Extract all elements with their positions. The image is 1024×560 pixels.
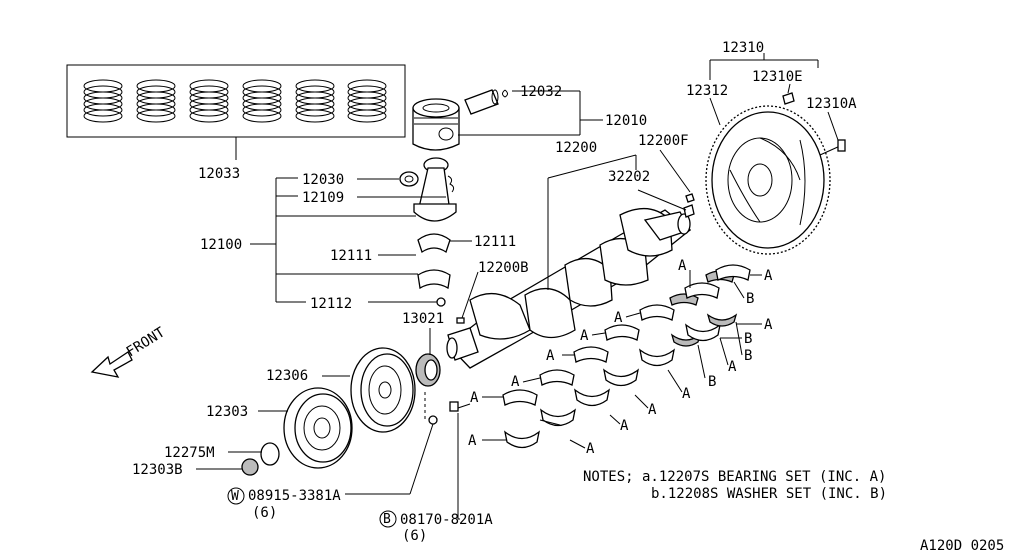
piston xyxy=(412,98,460,151)
tag-b-4: B xyxy=(708,374,716,390)
tag-a-9: A xyxy=(764,317,773,333)
label-12310E: 12310E xyxy=(752,69,803,85)
tag-a-5: A xyxy=(580,328,589,344)
label-12306: 12306 xyxy=(266,368,308,384)
rod-bearing-upper xyxy=(417,233,451,254)
tag-a-11: A xyxy=(682,386,691,402)
ring-stack-6 xyxy=(347,79,387,123)
crank-key xyxy=(456,317,465,324)
tag-b-1: B xyxy=(746,291,754,307)
front-arrow: FRONT xyxy=(90,324,169,378)
ring-stack-5 xyxy=(295,79,335,123)
label-12200F: 12200F xyxy=(638,133,689,149)
flywheel-pin xyxy=(782,92,795,105)
b-circle-letter: B xyxy=(383,512,391,527)
ring-set-box xyxy=(66,64,406,138)
tag-a-7: A xyxy=(678,258,687,274)
label-13021: 13021 xyxy=(402,311,444,327)
tag-a-13: A xyxy=(620,418,629,434)
ring-stack-3 xyxy=(189,79,229,123)
front-label: FRONT xyxy=(124,324,169,360)
tag-a-8: A xyxy=(764,268,773,284)
label-12033: 12033 xyxy=(198,166,240,182)
label-08170-qty: (6) xyxy=(402,528,427,544)
label-32202: 32202 xyxy=(608,169,650,185)
label-12100: 12100 xyxy=(200,237,242,253)
tag-a-14: A xyxy=(586,441,595,457)
label-12200B: 12200B xyxy=(478,260,529,276)
connecting-rod xyxy=(413,157,457,222)
ring-stack-4 xyxy=(242,79,282,123)
label-12312: 12312 xyxy=(686,83,728,99)
label-12111-right: 12111 xyxy=(474,234,516,250)
damper-pulley xyxy=(283,387,353,469)
label-12275M: 12275M xyxy=(164,445,215,461)
tag-a-10: A xyxy=(728,359,737,375)
piston-pin xyxy=(464,89,499,115)
notes-line-1: NOTES; a.12207S BEARING SET (INC. A) xyxy=(583,469,886,485)
label-12112: 12112 xyxy=(310,296,352,312)
pulley-bolt xyxy=(241,458,259,476)
label-12310A: 12310A xyxy=(806,96,857,112)
label-08915-qty: (6) xyxy=(252,505,277,521)
crank-pulley xyxy=(350,347,416,433)
tag-b-2: B xyxy=(744,331,752,347)
tag-a-3: A xyxy=(511,374,520,390)
label-12030: 12030 xyxy=(302,172,344,188)
diagram-code: A120D 0205 xyxy=(920,538,1004,554)
label-12200: 12200 xyxy=(555,140,597,156)
tag-a-1: A xyxy=(470,390,479,406)
crank-gear xyxy=(415,353,441,387)
piston-ring-set: 12033 xyxy=(66,64,406,182)
label-12111-left: 12111 xyxy=(330,248,372,264)
notes-line-2: b.12208S WASHER SET (INC. B) xyxy=(651,486,887,502)
crankshaft xyxy=(446,208,692,369)
label-08170: 08170-8201A xyxy=(400,512,493,528)
ring-stack-1 xyxy=(83,79,123,123)
ring-stack-2 xyxy=(136,79,176,123)
label-12109: 12109 xyxy=(302,190,344,206)
washer-symbol xyxy=(227,487,245,505)
tag-a-4: A xyxy=(546,348,555,364)
pilot-bushing xyxy=(683,204,695,218)
label-12303: 12303 xyxy=(206,404,248,420)
pulley-washer xyxy=(428,415,438,425)
label-12303B: 12303B xyxy=(132,462,183,478)
tag-a-2: A xyxy=(468,433,477,449)
label-08915: 08915-3381A xyxy=(248,488,341,504)
rod-bearing-lower xyxy=(417,269,451,290)
flywheel xyxy=(705,105,831,255)
spacer xyxy=(260,442,280,466)
label-12032: 12032 xyxy=(520,84,562,100)
tag-a-6: A xyxy=(614,310,623,326)
label-12010: 12010 xyxy=(605,113,647,129)
tag-b-3: B xyxy=(744,348,752,364)
w-circle-letter: W xyxy=(231,489,239,504)
label-12310: 12310 xyxy=(722,40,764,56)
main-bearings xyxy=(502,264,751,449)
dowel-pin xyxy=(685,193,695,203)
pulley-bolt-b xyxy=(449,401,471,412)
flywheel-bolt xyxy=(819,139,846,156)
small-end-bushing xyxy=(399,171,419,187)
rod-nut xyxy=(436,297,446,307)
tag-a-12: A xyxy=(648,402,657,418)
bolt-symbol xyxy=(379,510,397,528)
pin-clip xyxy=(502,89,508,98)
